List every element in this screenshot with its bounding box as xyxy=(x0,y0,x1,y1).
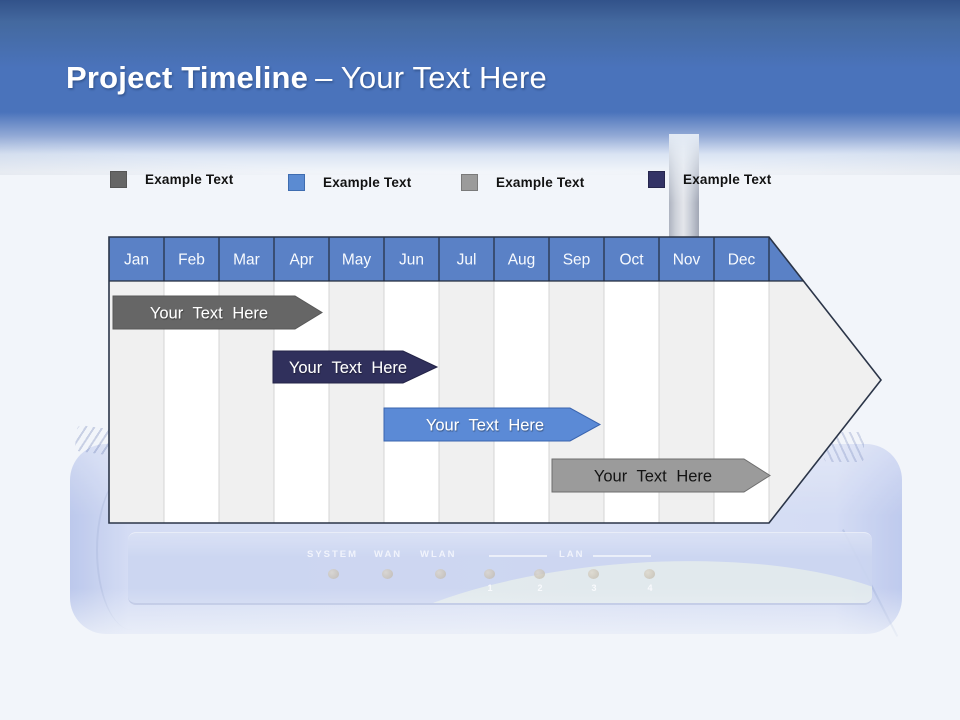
month-labels: Jan Feb Mar Apr May Jun Jul Aug Sep Oct … xyxy=(124,252,756,269)
month-label: Feb xyxy=(178,252,205,269)
month-label: Dec xyxy=(728,252,756,269)
task-label[interactable]: Your Text Here xyxy=(594,468,712,486)
router-label-system: SYSTEM xyxy=(307,549,359,560)
led-indicator xyxy=(435,569,446,579)
task-bar[interactable] xyxy=(551,458,771,493)
led-indicator xyxy=(644,569,655,579)
month-label: Jan xyxy=(124,252,149,269)
legend-item[interactable]: Example Text xyxy=(648,170,771,188)
month-header-band xyxy=(109,237,804,281)
led-indicator xyxy=(534,569,545,579)
task-bars: Your Text Here Your Text Here Your Text … xyxy=(112,295,771,493)
task-bar[interactable] xyxy=(383,407,602,442)
month-label: Sep xyxy=(563,252,591,269)
legend-swatch xyxy=(648,170,665,188)
task-label[interactable]: Your Text Here xyxy=(289,359,407,377)
slide-title[interactable]: Project Timeline– Your Text Here xyxy=(66,60,547,96)
router-label-lan: LAN xyxy=(559,549,585,560)
month-label: Jul xyxy=(457,252,477,269)
router-left-seam xyxy=(96,470,168,630)
header-band xyxy=(0,0,960,175)
lan-dash-left xyxy=(489,555,547,557)
month-label: Jun xyxy=(399,252,424,269)
title-main: Project Timeline xyxy=(66,60,309,95)
legend-swatch xyxy=(461,173,478,191)
router-fade xyxy=(0,588,960,680)
legend-label: Example Text xyxy=(145,171,234,187)
month-label: Oct xyxy=(619,252,644,269)
chart-outline xyxy=(108,236,883,524)
led-indicator xyxy=(484,569,495,579)
timeline-chart: Jan Feb Mar Apr May Jun Jul Aug Sep Oct … xyxy=(108,236,883,524)
legend-label: Example Text xyxy=(496,174,585,190)
task-bar[interactable] xyxy=(112,295,323,330)
title-placeholder: – Your Text Here xyxy=(315,60,547,95)
month-label: May xyxy=(342,252,372,269)
header-gridlines xyxy=(109,237,804,282)
month-label: Apr xyxy=(289,252,313,269)
legend-swatch xyxy=(288,173,305,191)
legend-label: Example Text xyxy=(323,174,412,190)
lan-dash-right xyxy=(593,555,651,557)
legend-label: Example Text xyxy=(683,171,772,187)
task-label[interactable]: Your Text Here xyxy=(426,417,544,435)
legend-item[interactable]: Example Text xyxy=(288,173,411,191)
task-label[interactable]: Your Text Here xyxy=(150,305,268,323)
chart-arrow-tip xyxy=(769,237,881,523)
router-label-wan: WAN xyxy=(374,549,403,560)
month-label: Mar xyxy=(233,252,260,269)
led-indicator xyxy=(328,569,339,579)
legend-swatch xyxy=(110,170,127,188)
router-antenna xyxy=(669,134,699,240)
router-label-wlan: WLAN xyxy=(420,549,457,560)
task-bar[interactable] xyxy=(272,350,439,384)
legend-item[interactable]: Example Text xyxy=(110,170,233,188)
led-indicator xyxy=(382,569,393,579)
legend-item[interactable]: Example Text xyxy=(461,173,584,191)
led-indicator xyxy=(588,569,599,579)
month-label: Aug xyxy=(508,252,536,269)
month-label: Nov xyxy=(673,252,701,269)
